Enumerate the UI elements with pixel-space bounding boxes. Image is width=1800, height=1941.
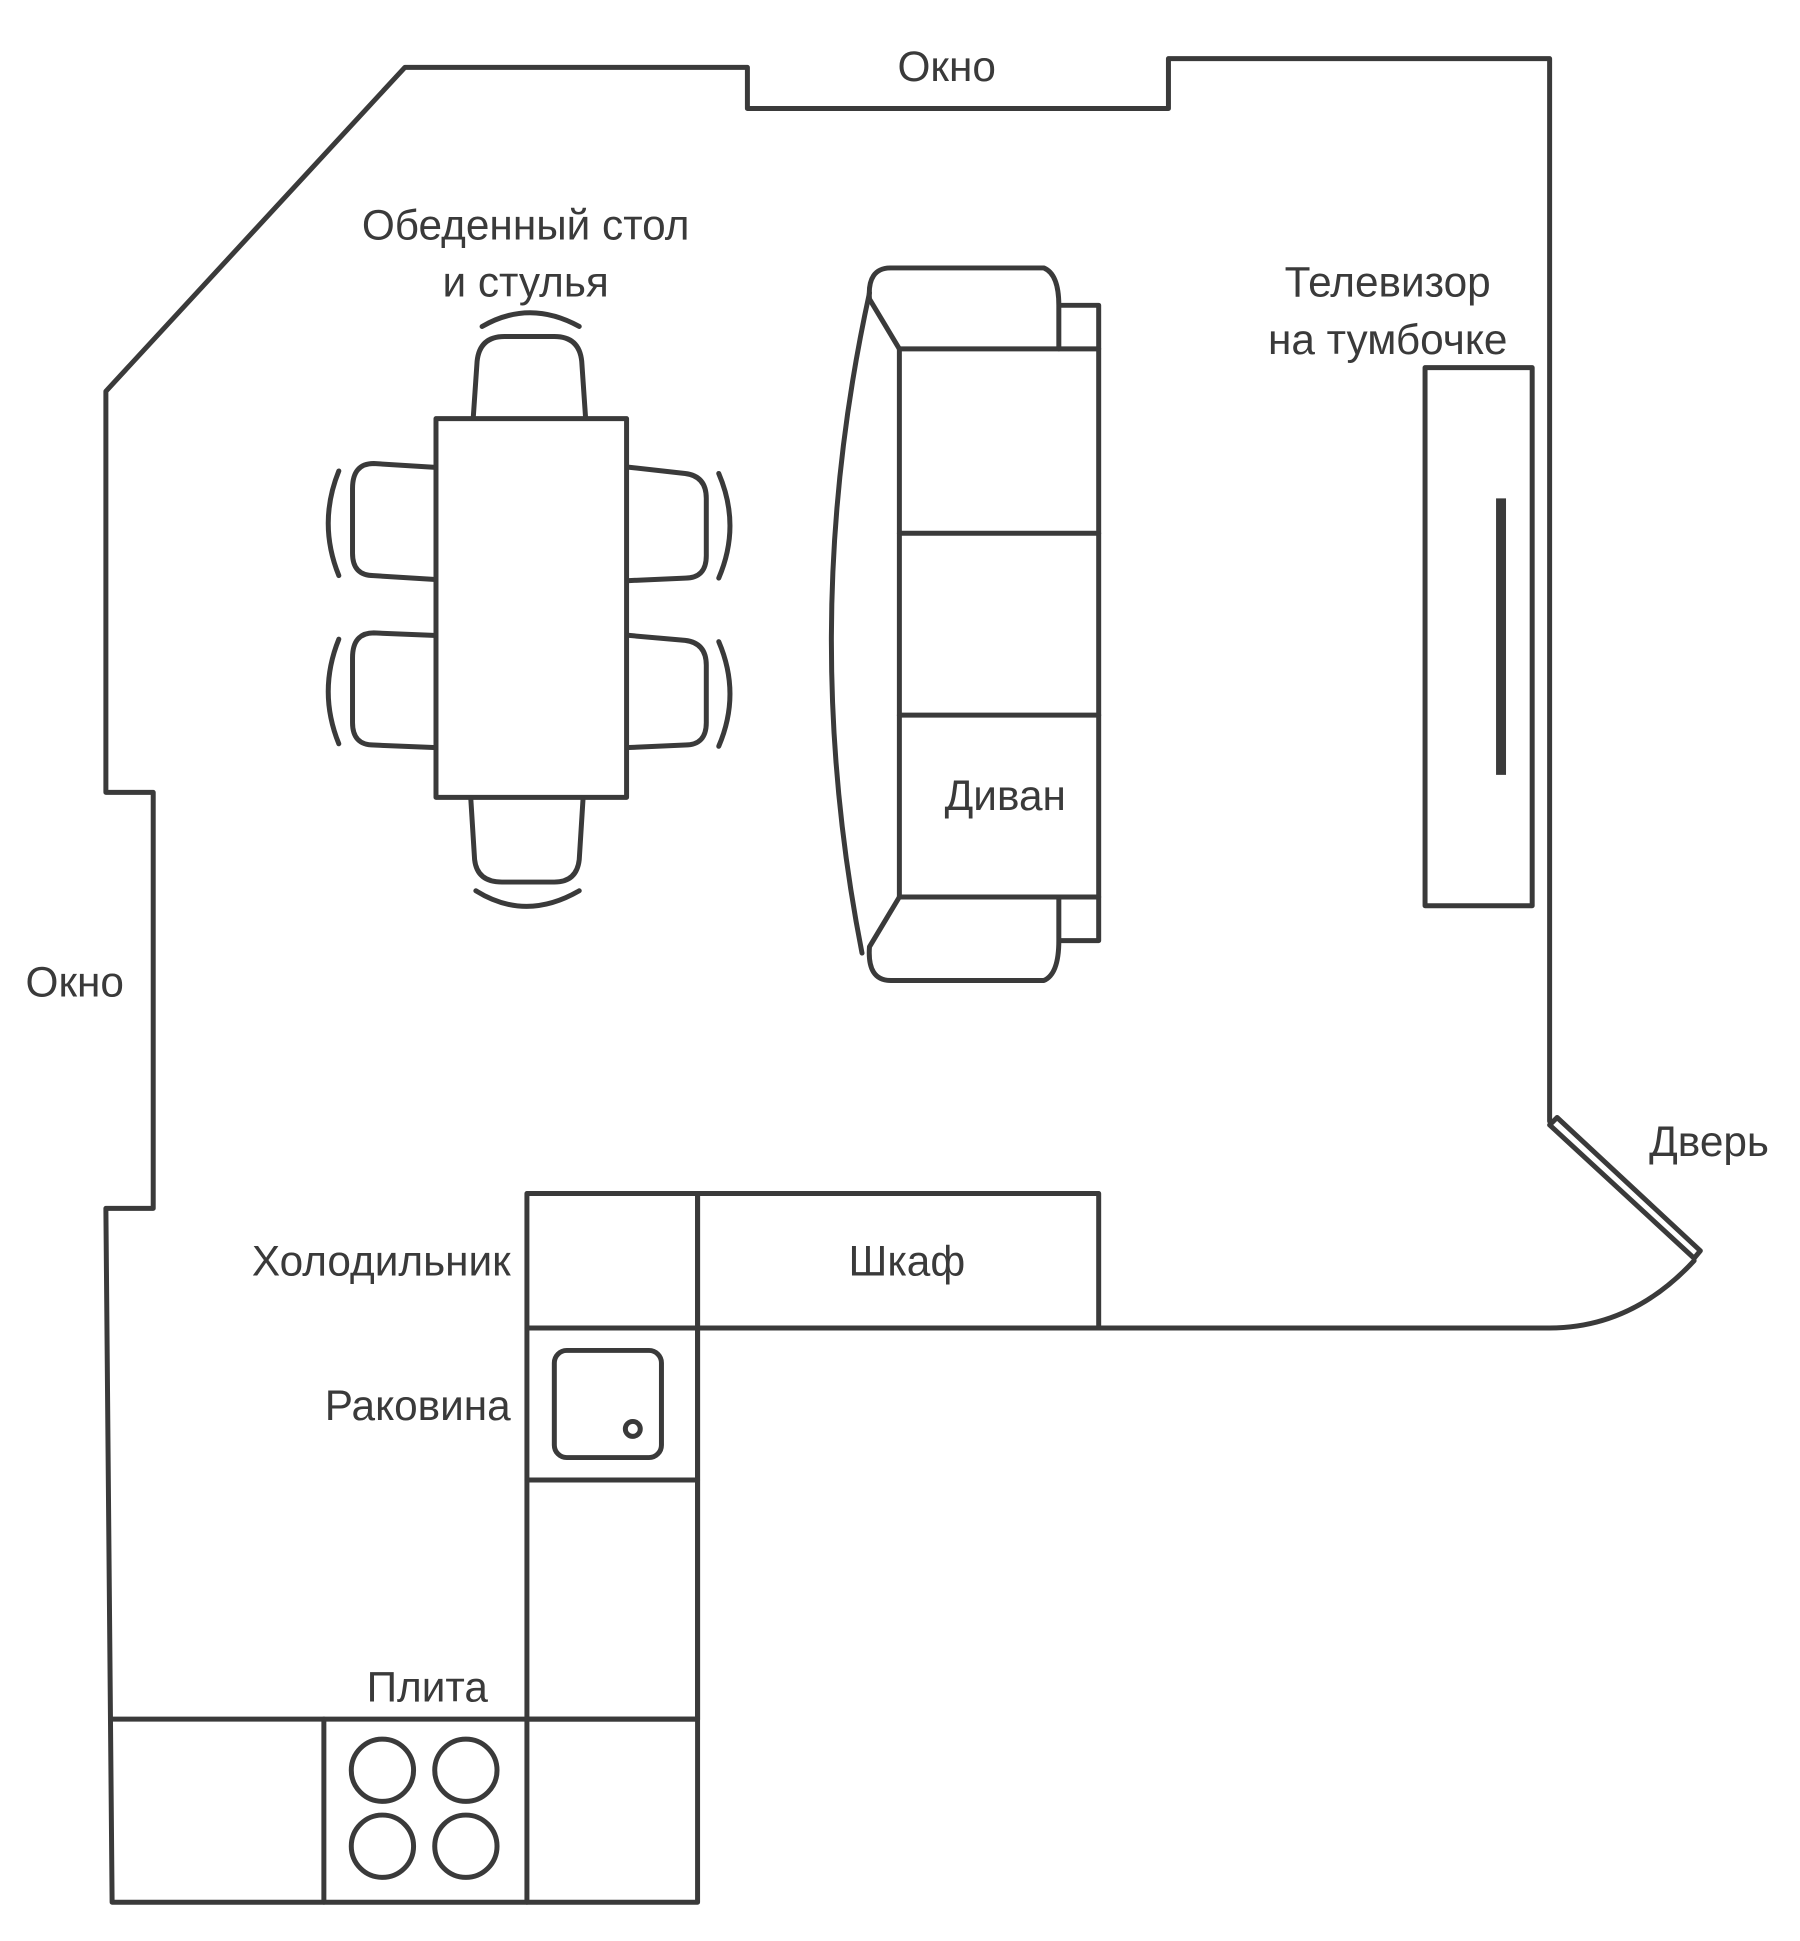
label-wardrobe: Шкаф bbox=[849, 1238, 966, 1285]
kitchen bbox=[109, 1190, 1102, 1905]
dining-table bbox=[433, 416, 630, 800]
fridge bbox=[524, 1190, 701, 1331]
chair-right-1 bbox=[626, 464, 709, 584]
drain bbox=[622, 1418, 643, 1439]
sink bbox=[551, 1347, 664, 1461]
label-sink: Раковина bbox=[325, 1382, 511, 1429]
label-tv-2: на тумбочке bbox=[1268, 316, 1507, 363]
tv-on-stand bbox=[1422, 365, 1535, 909]
label-window-left: Окно bbox=[26, 959, 124, 1006]
chair-left-1 bbox=[350, 461, 436, 582]
door bbox=[1547, 1114, 1703, 1331]
chair-top bbox=[470, 333, 588, 419]
outer-walls bbox=[103, 56, 1553, 1905]
label-dining-2: и стулья bbox=[442, 259, 608, 306]
label-window-top: Окно bbox=[898, 43, 996, 90]
label-fridge: Холодильник bbox=[252, 1238, 511, 1285]
label-tv-1: Телевизор bbox=[1285, 259, 1491, 306]
chair-left-2 bbox=[350, 630, 436, 751]
label-sofa: Диван bbox=[945, 772, 1066, 819]
cabinet bbox=[524, 1477, 701, 1722]
stove-burners bbox=[348, 1736, 500, 1880]
sofa bbox=[828, 265, 1102, 983]
chair-bottom bbox=[468, 797, 586, 885]
label-stove: Плита bbox=[367, 1664, 489, 1711]
label-door: Дверь bbox=[1649, 1118, 1769, 1165]
dining-table-and-chairs bbox=[325, 310, 733, 909]
label-dining-1: Обеденный стол bbox=[362, 201, 690, 248]
wardrobe bbox=[695, 1190, 1102, 1331]
chair-right-2 bbox=[626, 632, 709, 751]
